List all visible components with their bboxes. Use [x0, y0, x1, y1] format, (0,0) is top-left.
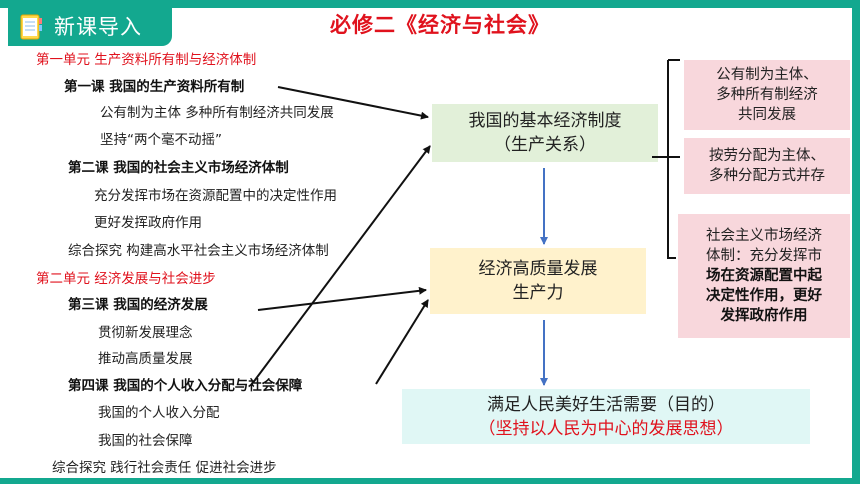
goal-box: 满足人民美好生活需要（目的） （坚持以人民为中心的发展思想） — [402, 389, 810, 444]
pink-line: 发挥政府作用 — [720, 308, 808, 324]
right-frame-bar — [852, 0, 860, 484]
pink-line: 社会主义市场经济 — [706, 228, 822, 244]
outline-unit-1: 第一单元 生产资料所有制与经济体制 — [36, 52, 257, 68]
outline-item: 坚持“两个毫不动摇” — [100, 132, 222, 148]
bottom-frame-bar — [0, 478, 860, 484]
box-line: 经济高质量发展 — [478, 259, 598, 279]
arrow-lesson3-to-development — [257, 286, 427, 311]
box-line: （生产关系） — [494, 135, 596, 155]
outline-item: 我国的社会保障 — [98, 433, 193, 449]
pink-line: 场在资源配置中起 — [706, 268, 822, 284]
distribution-box: 按劳分配为主体、 多种分配方式并存 — [684, 138, 850, 194]
outline-lesson-3: 第三课 我国的经济发展 — [68, 297, 208, 313]
basic-economic-system-box: 我国的基本经济制度 （生产关系） — [432, 104, 658, 162]
box-line: 我国的基本经济制度 — [468, 111, 622, 131]
pink-line: 多种分配方式并存 — [709, 168, 825, 184]
pink-line: 公有制为主体、 — [716, 67, 818, 83]
market-economy-box: 社会主义市场经济 体制：充分发挥市 场在资源配置中起 决定性作用，更好 发挥政府… — [678, 214, 850, 338]
section-badge: 新课导入 — [8, 8, 172, 46]
pink-line: 体制：充分发挥市 — [706, 248, 822, 264]
outline-explore-1: 综合探究 构建高水平社会主义市场经济体制 — [68, 243, 329, 259]
outline-item: 我国的个人收入分配 — [98, 405, 220, 421]
badge-label: 新课导入 — [54, 15, 142, 39]
outline-lesson-2: 第二课 我国的社会主义市场经济体制 — [68, 160, 289, 176]
top-frame-bar — [0, 0, 860, 8]
outline-item: 贯彻新发展理念 — [98, 325, 193, 341]
arrow-lesson1-to-system — [277, 86, 429, 120]
ownership-box: 公有制为主体、 多种所有制经济 共同发展 — [684, 60, 850, 130]
development-box: 经济高质量发展 生产力 — [430, 248, 646, 314]
bracket-connector — [652, 59, 680, 259]
outline-unit-2: 第二单元 经济发展与社会进步 — [36, 271, 216, 287]
goal-principle-line: （坚持以人民为中心的发展思想） — [478, 418, 734, 439]
outline-lesson-1: 第一课 我国的生产资料所有制 — [64, 79, 245, 95]
outline-item: 充分发挥市场在资源配置中的决定性作用 — [94, 188, 337, 204]
box-line: 生产力 — [512, 283, 564, 303]
outline-explore-2: 综合探究 践行社会责任 促进社会进步 — [52, 460, 277, 476]
outline-item: 推动高质量发展 — [98, 351, 193, 367]
pink-line: 按劳分配为主体、 — [709, 148, 825, 164]
page-title: 必修二《经济与社会》 — [330, 13, 550, 37]
outline-item: 公有制为主体 多种所有制经济共同发展 — [100, 105, 334, 121]
outline-lesson-4: 第四课 我国的个人收入分配与社会保障 — [68, 378, 303, 394]
arrow-lesson4-to-development — [375, 299, 429, 385]
pink-line: 多种所有制经济 — [716, 87, 818, 103]
goal-line: 满足人民美好生活需要（目的） — [487, 394, 725, 415]
pink-line: 决定性作用，更好 — [706, 288, 822, 304]
outline-item: 更好发挥政府作用 — [94, 215, 202, 231]
pink-line: 共同发展 — [738, 107, 796, 123]
notebook-icon — [20, 14, 42, 40]
arrow-lesson2-to-system — [251, 145, 431, 385]
